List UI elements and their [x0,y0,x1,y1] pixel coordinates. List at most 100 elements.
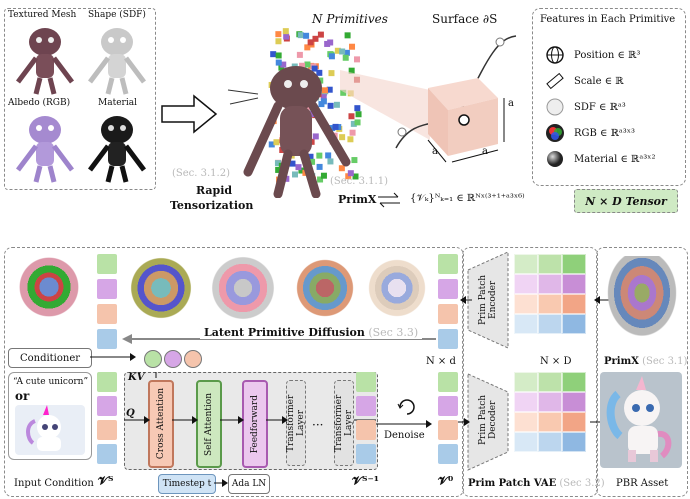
primx-formula: {𝒱ₖ}ᴺₖ₌₁ ∈ ℝᴺˣ⁽³⁺¹⁺ᵃ³ˣ⁶⁾ [410,193,525,204]
primitive-cube [270,51,277,58]
strip-v0-top [438,254,458,349]
cross-attention-block: Cross Attention [148,380,174,468]
conditioner-to-kv-arrow [90,353,136,361]
diffusion-panel [4,247,464,497]
primitive-cube [320,98,327,105]
encoder-to-v0-arrow [460,296,472,304]
primitive-cube [311,65,318,72]
primitive-cube [354,105,361,112]
unicorn-thumbnail [15,405,85,455]
self-attention-block: Self Attention [196,380,222,468]
primitive-cube [307,39,314,46]
primitive-cube [328,70,335,77]
primitive-cube [304,61,311,68]
globe-icon [544,44,566,66]
cube-edge-a-left: a [432,146,438,157]
hollow-arrow-icon [161,94,218,134]
cube-edge-a-right: a [508,98,514,109]
monster-albedo-image [16,116,74,183]
vt-label: 𝓥ᵀ [98,474,114,488]
primitive-cube [297,32,304,39]
primitive-cube [326,86,333,93]
primitive-cube [333,101,340,108]
prompt-box: “A cute unicorn” or [8,372,92,460]
primitive-cube [275,166,282,173]
sec-33-label: (Sec 3.3) [368,326,419,339]
primitive-cube [320,94,327,101]
pbr-asset-label: PBR Asset [616,478,669,489]
primitive-cube [345,173,352,180]
sec-312-label: (Sec. 3.1.2) [172,168,230,179]
rgb-circles-icon [544,122,566,144]
n-primitives-label: N Primitives [312,12,388,26]
primitive-cube [268,141,275,148]
kv-circles [144,350,202,368]
albedo-label: Albedo (RGB) [8,98,71,108]
adaln-box: Ada LN [228,474,270,494]
primitive-cube [354,119,361,126]
primitive-cube [312,133,319,140]
primitive-cube [316,163,323,170]
primitive-cube [307,153,314,160]
primitive-cube [349,43,356,50]
primitive-cube [352,173,359,180]
surface-cube-diagram [395,35,517,163]
features-list: Position ∈ ℝ³ Scale ∈ ℝ SDF ∈ ℝᵃ³ RGB ∈ … [544,42,655,172]
features-panel [532,8,686,186]
grid-bottom [514,372,586,452]
primitive-cube [316,152,323,159]
primitive-cube [303,32,310,39]
primitive-cube [280,61,287,68]
noisy-cloud-4 [292,256,358,320]
primitive-cube [317,176,324,183]
primitive-cube [347,170,354,177]
primitive-cube [334,47,341,54]
double-arrow-icon [378,192,400,208]
decoder-label: Prim Patch Decoder [478,394,498,446]
primitive-cube [332,123,339,130]
adaln-text: Ada LN [231,479,267,489]
feedforward-block: Feedforward [242,380,268,468]
grid-top [514,254,586,334]
timestep-text: Timestep t [162,479,212,489]
vt1-label: 𝓥ᵀ⁻¹ [352,474,380,488]
v0-to-decoder-arrow [458,418,470,426]
denoise-arrow [376,420,432,428]
conditioner-text: Conditioner [19,352,81,364]
noisy-cloud-5 [364,256,430,320]
n-by-d-label: N × D [540,356,572,367]
primitive-cube [339,48,346,55]
primitive-cube [283,33,290,40]
primitive-cube [328,53,335,60]
noisy-cloud-2 [124,256,198,320]
primitive-cube [296,51,303,58]
kv-label: KV [128,372,145,383]
primitive-cube [320,172,327,179]
feature-text: SDF ∈ ℝᵃ³ [574,101,626,113]
encoder-shape [467,251,509,349]
strip-vt-bottom [97,372,117,464]
timestep-to-adaln-arrow [214,479,228,487]
v0-label: 𝓥⁰ [438,474,454,488]
feature-text: Scale ∈ ℝ [574,75,624,87]
primitive-cube [327,158,334,165]
feature-material: Material ∈ ℝᵃ³ˣ² [544,146,655,172]
sec-31-label: (Sec 3.1) [642,356,688,367]
pbr-unicorn-image [600,372,682,468]
feature-position: Position ∈ ℝ³ [544,42,655,68]
primitive-cube [299,62,306,69]
primx-bottom-label: PrimX (Sec 3.1) [604,356,687,367]
primitive-cube [342,54,349,61]
primitive-cube [350,120,357,127]
primitive-cube [338,165,345,172]
strip-v0-bottom [438,372,458,464]
primitive-cube [354,56,361,63]
primitive-cube [339,134,346,141]
transformer-layer-2: Transformer Layer [334,380,354,466]
zoom-highlight [340,70,430,140]
primitive-cube [349,129,356,136]
primitive-cube [298,167,305,174]
timestep-box: Timestep t [158,474,216,494]
primitive-cube [343,49,350,56]
surface-label: Surface ∂S [432,12,498,26]
